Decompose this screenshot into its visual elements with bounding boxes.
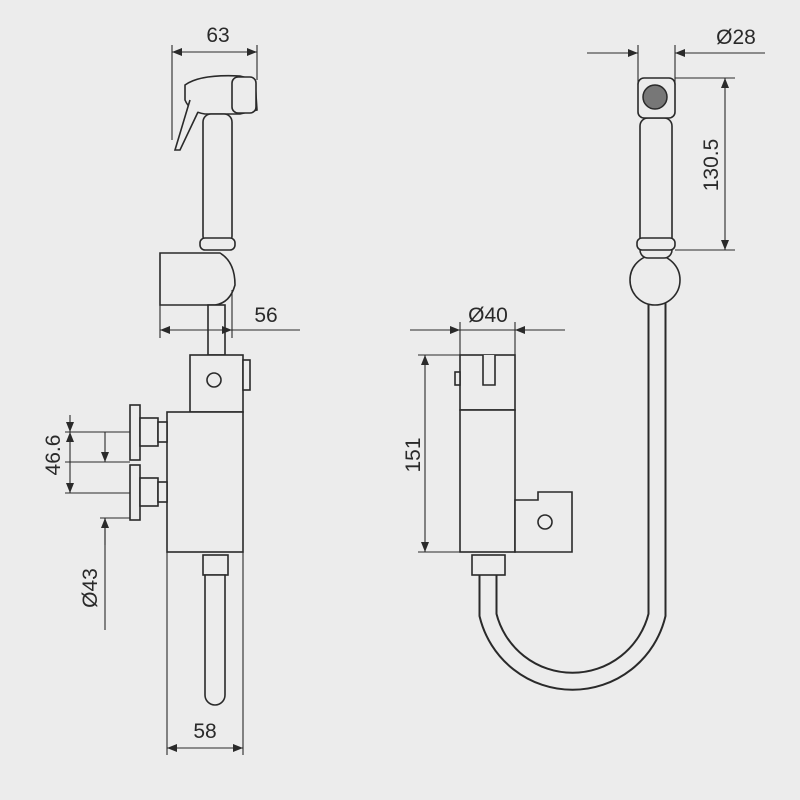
holder-bracket bbox=[159, 252, 236, 306]
dim-handspray-diameter: Ø28 bbox=[716, 26, 756, 49]
dim-body-diameter: Ø40 bbox=[468, 304, 508, 327]
valve-body bbox=[166, 411, 244, 553]
dim-handspray-length: 130.5 bbox=[700, 139, 723, 192]
inlet-lower bbox=[129, 464, 168, 521]
dim-inlet-spacing: 46.6 bbox=[42, 435, 65, 476]
handspray-head bbox=[173, 74, 258, 151]
wall-holder bbox=[629, 254, 681, 306]
dim-body-height: 151 bbox=[402, 437, 425, 472]
outlet-pipe bbox=[204, 574, 226, 706]
dim-handspray-width: 63 bbox=[206, 24, 229, 47]
dim-inlet-diameter: Ø43 bbox=[79, 568, 102, 608]
dim-body-depth: 58 bbox=[193, 720, 216, 743]
spray-nozzle-icon bbox=[642, 84, 668, 110]
inlet-upper bbox=[129, 404, 168, 461]
top-tab bbox=[242, 359, 251, 391]
dim-holder-depth: 56 bbox=[254, 304, 277, 327]
side-view: 63 56 46.6 Ø43 58 bbox=[42, 24, 300, 755]
valve-body-front bbox=[459, 409, 516, 553]
screw-icon bbox=[206, 372, 222, 388]
outlet-nut bbox=[202, 554, 229, 576]
handle-ring bbox=[199, 237, 236, 251]
screw-icon bbox=[537, 514, 553, 530]
front-view: Ø28 130.5 Ø40 151 bbox=[402, 26, 765, 691]
handspray-handle-front bbox=[639, 117, 673, 259]
handspray-handle bbox=[202, 113, 233, 245]
outlet-nut-front bbox=[471, 554, 506, 576]
